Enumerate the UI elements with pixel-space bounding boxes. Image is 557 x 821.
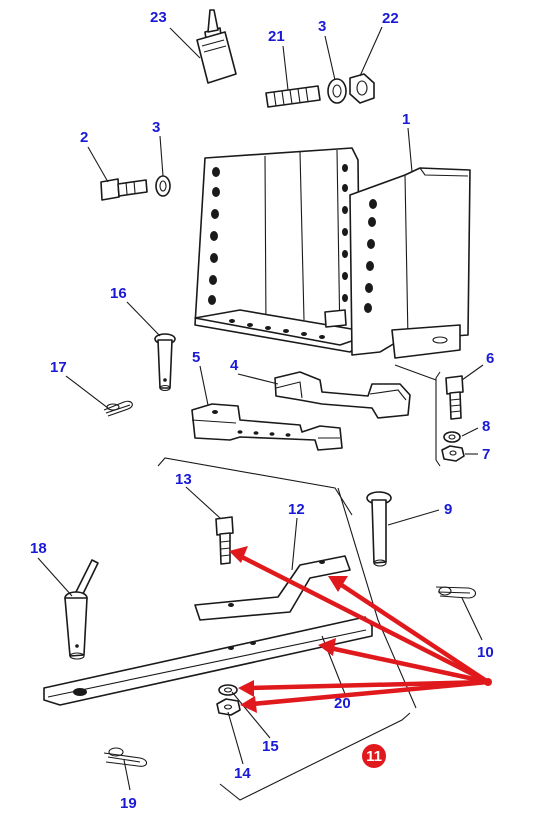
label-1: 1 — [402, 111, 410, 128]
label-10: 10 — [477, 644, 494, 661]
bracket-holes — [212, 410, 291, 437]
label-5: 5 — [192, 349, 200, 366]
label-20: 20 — [334, 695, 351, 712]
threaded-stud — [265, 85, 321, 108]
linch-pin-right — [435, 586, 477, 599]
linch-pin-lower — [103, 747, 148, 767]
cross-bracket-lower — [191, 403, 343, 451]
frame-holes-bottom — [229, 319, 325, 339]
label-16: 16 — [110, 285, 127, 302]
hex-nut-right — [441, 445, 465, 462]
badge-11: 11 — [362, 744, 386, 768]
bolt-lower — [215, 516, 234, 565]
drawbar — [43, 616, 373, 706]
label-15: 15 — [262, 738, 279, 755]
washer-left — [155, 175, 171, 197]
washer-right — [443, 431, 461, 443]
label-17: 17 — [50, 359, 67, 376]
label-22: 22 — [382, 10, 399, 27]
adhesive-bottle — [196, 9, 237, 84]
label-11: 11 — [366, 748, 382, 765]
cross-bracket-upper — [274, 371, 411, 419]
highlight-arrows — [229, 546, 492, 713]
part-labels: 23 21 3 22 2 3 1 16 17 5 4 6 8 7 13 9 12… — [30, 9, 494, 812]
hex-nut-lower — [216, 698, 241, 716]
label-8: 8 — [482, 418, 490, 435]
frame-holes-side — [364, 199, 377, 313]
label-13: 13 — [175, 471, 192, 488]
hex-nut-top — [349, 73, 375, 104]
label-19: 19 — [120, 795, 137, 812]
hitch-frame — [194, 147, 471, 359]
hitch-pin-handle — [64, 559, 99, 660]
label-18: 18 — [30, 540, 47, 557]
frame-holes-back-right — [342, 164, 348, 302]
label-3-left: 3 — [152, 119, 160, 136]
label-6: 6 — [486, 350, 494, 367]
label-14: 14 — [234, 765, 251, 782]
bolt-right — [445, 375, 464, 420]
washer-lower — [218, 684, 238, 696]
hitch-pin-lower — [366, 491, 392, 567]
washer-top — [327, 78, 347, 104]
support-plate — [194, 555, 351, 621]
label-23: 23 — [150, 9, 167, 26]
label-3-top: 3 — [318, 18, 326, 35]
label-7: 7 — [482, 446, 490, 463]
label-12: 12 — [288, 501, 305, 518]
bolt-upper — [100, 178, 148, 201]
leader-lines — [37, 26, 484, 791]
linch-pin-upper — [103, 400, 133, 417]
label-4: 4 — [230, 357, 239, 374]
hitch-pin-upper — [154, 333, 176, 392]
label-9: 9 — [444, 501, 452, 518]
frame-holes-left — [208, 167, 220, 305]
label-2: 2 — [80, 129, 88, 146]
label-21: 21 — [268, 28, 285, 45]
